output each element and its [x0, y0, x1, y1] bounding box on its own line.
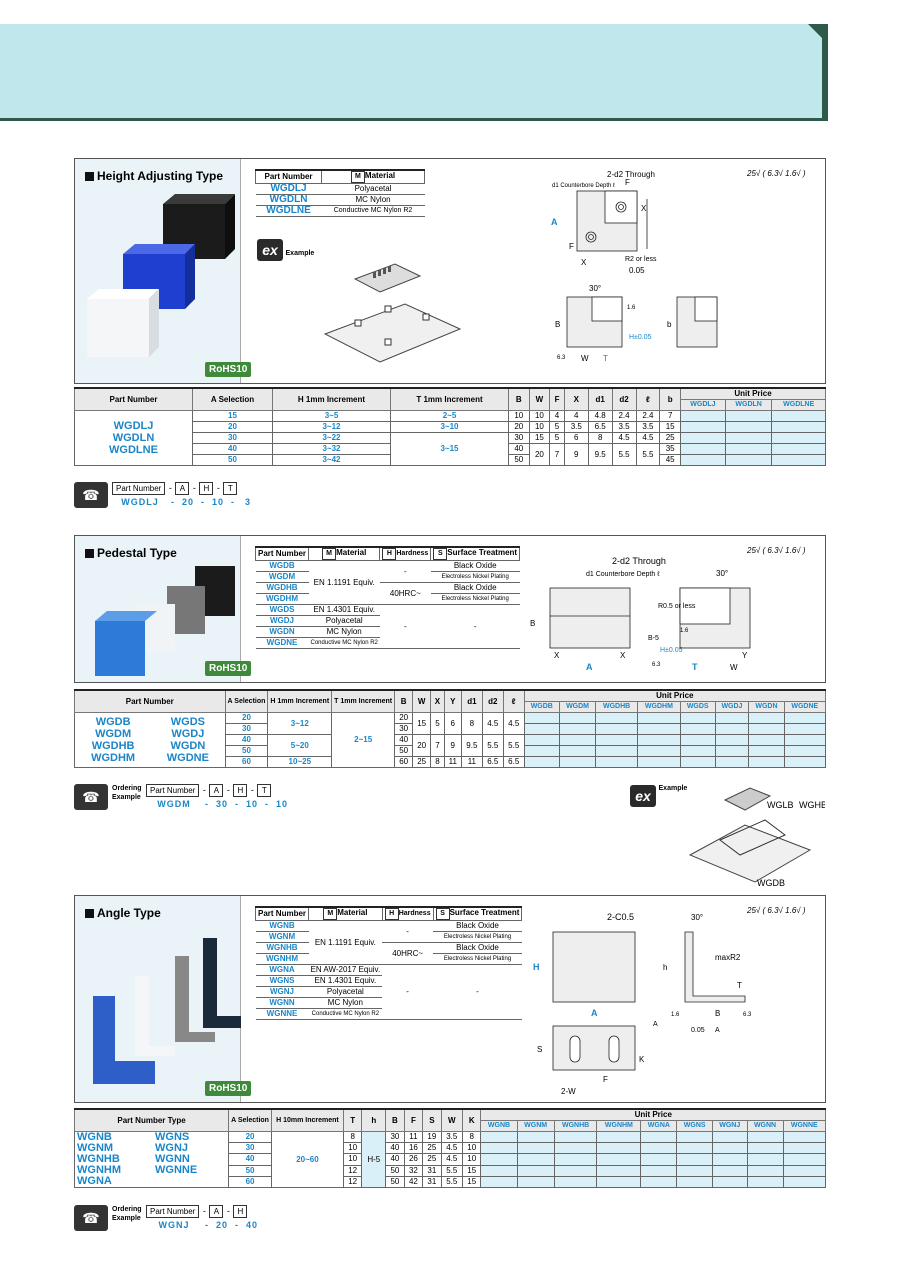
svg-text:Y: Y [742, 651, 748, 660]
example-illustration: WGLB WGHB WGDB [688, 787, 825, 888]
technical-drawing: 2-d2 Through d1 Counterbore Depth ℓ 30° … [530, 556, 751, 672]
svg-text:2-d2 Through: 2-d2 Through [612, 556, 666, 566]
product-photo-blocks [95, 566, 235, 676]
svg-text:R0.5 or less: R0.5 or less [658, 603, 696, 610]
order-example: ☎ Ordering Example Part Number-A-H-T WGD… [74, 784, 292, 810]
svg-text:A: A [653, 1021, 658, 1028]
svg-text:F: F [569, 242, 574, 251]
technical-drawing: 2-C0.5 30° H h maxR2 T A B 6.3 1.6 A 0.0… [533, 912, 752, 1096]
svg-text:1.6: 1.6 [680, 628, 689, 634]
svg-text:H±0.05: H±0.05 [660, 647, 683, 654]
angle-spec-table: Part Number Type A Selection H 10mm Incr… [73, 1108, 827, 1189]
order-label: Ordering Example [112, 785, 142, 801]
example-badge: ex Example [257, 239, 314, 261]
svg-text:A: A [586, 662, 593, 672]
svg-text:1.6: 1.6 [627, 305, 636, 311]
product-photo-blocks [93, 938, 241, 1084]
example-badge: ex Example [630, 785, 687, 807]
svg-text:H: H [533, 962, 540, 972]
rohs-badge: RoHS10 [205, 362, 252, 377]
svg-text:A: A [591, 1008, 598, 1018]
svg-text:d1 Counterbore Depth ℓ: d1 Counterbore Depth ℓ [586, 571, 660, 578]
phone-icon: ☎ [74, 784, 108, 810]
svg-text:2-C0.5: 2-C0.5 [607, 912, 634, 922]
svg-text:K: K [639, 1055, 645, 1064]
svg-text:B-5: B-5 [648, 635, 659, 642]
svg-text:WGDB: WGDB [757, 878, 785, 888]
svg-text:0.05: 0.05 [691, 1027, 705, 1034]
svg-text:6.3: 6.3 [652, 662, 661, 668]
svg-text:A: A [551, 217, 558, 227]
product-photo: Pedestal Type RoHS10 [75, 536, 252, 682]
svg-text:W: W [581, 354, 589, 363]
svg-text:30°: 30° [589, 284, 601, 293]
section-title: Pedestal Type [85, 546, 177, 560]
svg-text:X: X [641, 204, 647, 213]
svg-text:6.3: 6.3 [557, 355, 566, 361]
svg-text:T: T [603, 354, 608, 363]
order-example: ☎ Ordering Example Part Number-A-H WGNJ-… [74, 1205, 262, 1231]
svg-text:h: h [663, 963, 667, 972]
pedestal-spec-table: Part Number A Selection H 1mm Increment … [74, 689, 827, 768]
svg-text:B: B [555, 320, 560, 329]
svg-text:X: X [554, 651, 560, 660]
svg-text:F: F [625, 178, 630, 187]
section-title: Height Adjusting Type [85, 169, 223, 183]
svg-text:30°: 30° [691, 913, 703, 922]
svg-text:WGHB: WGHB [799, 800, 825, 810]
svg-text:F: F [603, 1075, 608, 1084]
header-band-corner [808, 24, 828, 44]
svg-text:X: X [581, 258, 587, 267]
svg-text:0.05: 0.05 [629, 266, 645, 275]
svg-text:maxR2: maxR2 [715, 953, 741, 962]
svg-text:X: X [620, 651, 626, 660]
product-photo: Angle Type RoHS10 [75, 896, 252, 1102]
rohs-badge: RoHS10 [205, 661, 252, 676]
svg-text:6.3: 6.3 [743, 1012, 752, 1018]
rohs-badge: RoHS10 [205, 1081, 252, 1096]
svg-text:T: T [692, 662, 698, 672]
svg-text:d1 Counterbore Depth ℓ: d1 Counterbore Depth ℓ [552, 182, 615, 189]
svg-text:W: W [730, 663, 738, 672]
technical-drawing: 2-d2 Through d1 Counterbore Depth ℓ F X … [551, 170, 718, 363]
product-photo-blocks [87, 194, 235, 357]
height-adjusting-section: Height Adjusting Type RoHS10 Part Number… [74, 158, 826, 384]
height-adjusting-spec-table: Part Number A Selection H 1mm Increment … [74, 387, 827, 466]
svg-text:WGLB: WGLB [767, 800, 794, 810]
phone-icon: ☎ [74, 482, 108, 508]
example-illustration [323, 263, 462, 363]
svg-text:B: B [530, 619, 535, 628]
surface-roughness-spec: 25√ ( 6.3√ 1.6√ ) [747, 169, 806, 178]
product-photo: Height Adjusting Type RoHS10 [75, 159, 252, 383]
header-band-edge [822, 24, 828, 121]
svg-text:T: T [737, 981, 742, 990]
surface-roughness-spec: 25√ ( 6.3√ 1.6√ ) [747, 546, 806, 555]
svg-text:A: A [715, 1027, 720, 1034]
header-band [0, 24, 824, 121]
svg-text:1.6: 1.6 [671, 1012, 680, 1018]
svg-text:2-d2 Through: 2-d2 Through [607, 170, 655, 179]
svg-text:S: S [537, 1045, 542, 1054]
order-example: ☎ Part Number-A-H-T WGDLJ-20-10-3 [74, 482, 258, 508]
section-title: Angle Type [85, 906, 161, 920]
svg-text:2-W: 2-W [561, 1087, 576, 1096]
order-label: Ordering Example [112, 1206, 142, 1222]
svg-text:R2 or less: R2 or less [625, 256, 657, 263]
svg-text:B: B [715, 1009, 720, 1018]
svg-text:H±0.05: H±0.05 [629, 334, 652, 341]
svg-text:30°: 30° [716, 569, 728, 578]
svg-text:b: b [667, 320, 672, 329]
surface-roughness-spec: 25√ ( 6.3√ 1.6√ ) [747, 906, 806, 915]
phone-icon: ☎ [74, 1205, 108, 1231]
